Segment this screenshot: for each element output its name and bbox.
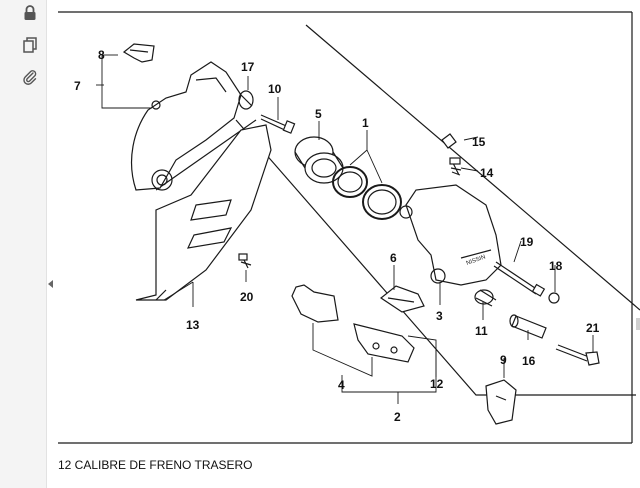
- label-part-19: 19: [520, 235, 534, 249]
- label-part-10: 10: [268, 82, 282, 96]
- attachment-icon[interactable]: [20, 67, 40, 87]
- part-guard-13: [135, 124, 272, 301]
- part-pad-4a: [291, 284, 339, 323]
- label-part-20: 20: [240, 290, 254, 304]
- diagram-caption: 12 CALIBRE DE FRENO TRASERO: [58, 458, 253, 472]
- label-part-7: 7: [74, 79, 81, 93]
- part-boot-17: [238, 90, 254, 110]
- label-part-21: 21: [586, 321, 600, 335]
- part-pin-19: [493, 261, 546, 297]
- copy-icon[interactable]: [20, 35, 40, 55]
- part-cap-15: [441, 133, 457, 149]
- part-bracket-7: [130, 61, 242, 191]
- part-boot-11: [474, 289, 497, 307]
- part-seals-1: [332, 166, 402, 220]
- part-pad-4b: [353, 323, 415, 363]
- label-part-5: 5: [315, 107, 322, 121]
- label-part-2: 2: [394, 410, 401, 424]
- label-part-13: 13: [186, 318, 200, 332]
- part-nut-18: [548, 292, 560, 304]
- label-part-6: 6: [390, 251, 397, 265]
- label-part-18: 18: [549, 259, 563, 273]
- part-clip-8: [122, 43, 155, 63]
- viewer-sidebar: [0, 0, 47, 488]
- leader-lines: [96, 54, 594, 404]
- label-part-1: 1: [362, 116, 369, 130]
- label-part-14: 14: [480, 166, 494, 180]
- label-part-11: 11: [475, 324, 488, 338]
- part-bleeder-14: [449, 157, 462, 176]
- part-caliper-3: [399, 184, 502, 286]
- label-part-17: 17: [241, 60, 255, 74]
- document-page: NISSIN: [56, 0, 640, 488]
- label-part-15: 15: [472, 135, 486, 149]
- part-piston-5: [294, 136, 344, 184]
- label-part-4: 4: [338, 378, 345, 392]
- part-sleeve-16: [509, 314, 547, 339]
- part-bolt-10: [260, 114, 296, 134]
- label-part-8: 8: [98, 48, 105, 62]
- exploded-parts-diagram: NISSIN: [58, 11, 640, 444]
- part-screw-20: [238, 253, 252, 269]
- part-bolt-21: [555, 344, 600, 366]
- part-spring-6: [379, 285, 425, 313]
- label-part-3: 3: [436, 309, 443, 323]
- scroll-indicator[interactable]: [636, 318, 640, 330]
- label-part-9: 9: [500, 353, 507, 367]
- part-clip-9: [485, 379, 517, 425]
- label-part-12: 12: [430, 377, 444, 391]
- lock-icon[interactable]: [20, 3, 40, 23]
- label-part-16: 16: [522, 354, 536, 368]
- sidebar-collapse-arrow-icon[interactable]: [47, 278, 55, 290]
